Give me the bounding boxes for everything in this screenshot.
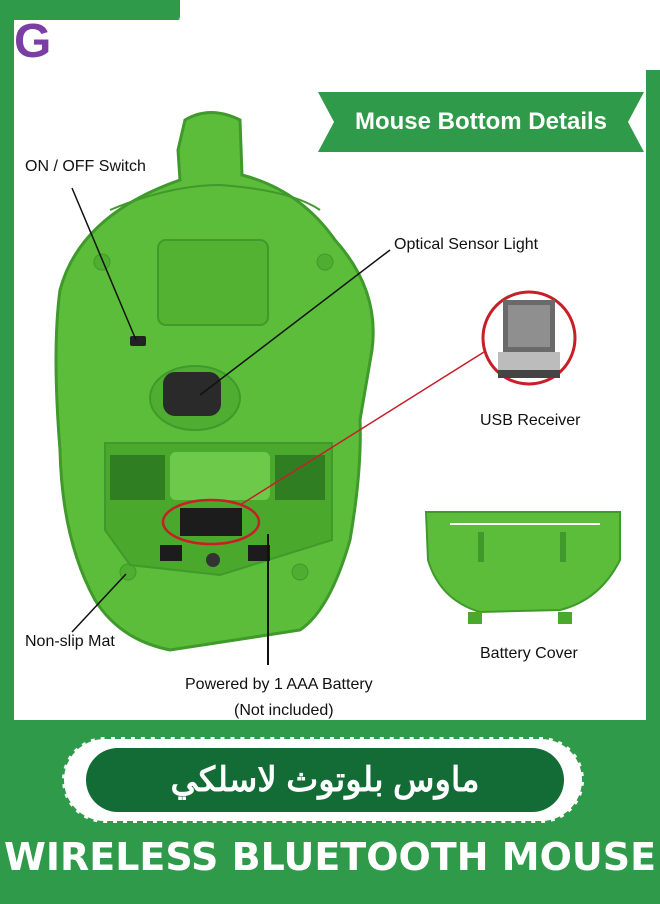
callout-battery-line1: Powered by 1 AAA Battery — [185, 676, 373, 693]
arabic-title: ماوس بلوتوث لاسلكي — [86, 748, 564, 812]
optical-sensor — [163, 372, 221, 416]
battery-cover-image — [424, 511, 621, 624]
left-frame — [0, 0, 14, 904]
power-switch — [130, 336, 146, 346]
registered-mark: ® — [178, 14, 189, 28]
battery-highlight — [161, 498, 261, 546]
right-frame — [646, 0, 660, 904]
brand-logo: GROIC® — [14, 14, 189, 68]
callout-mat: Non-slip Mat — [25, 633, 115, 650]
callout-battery-line2: (Not included) — [234, 702, 334, 719]
mouse-bottom — [54, 111, 375, 652]
brand-logo-text: ROIC — [52, 15, 177, 68]
usb-receiver-image — [481, 290, 577, 386]
section-banner: Mouse Bottom Details — [318, 92, 644, 152]
banner-ribbon — [318, 92, 644, 152]
header-tab — [180, 0, 660, 70]
footer-title: WIRELESS BLUETOOTH MOUSE — [3, 835, 657, 879]
battery-slot — [180, 508, 242, 536]
callout-switch: ON / OFF Switch — [25, 158, 146, 175]
callout-usb: USB Receiver — [480, 412, 581, 429]
callout-sensor: Optical Sensor Light — [394, 236, 539, 253]
callout-battery-cover: Battery Cover — [480, 645, 578, 662]
arabic-title-text: ماوس بلوتوث لاسلكي — [170, 761, 480, 799]
banner-title: Mouse Bottom Details — [354, 108, 608, 135]
